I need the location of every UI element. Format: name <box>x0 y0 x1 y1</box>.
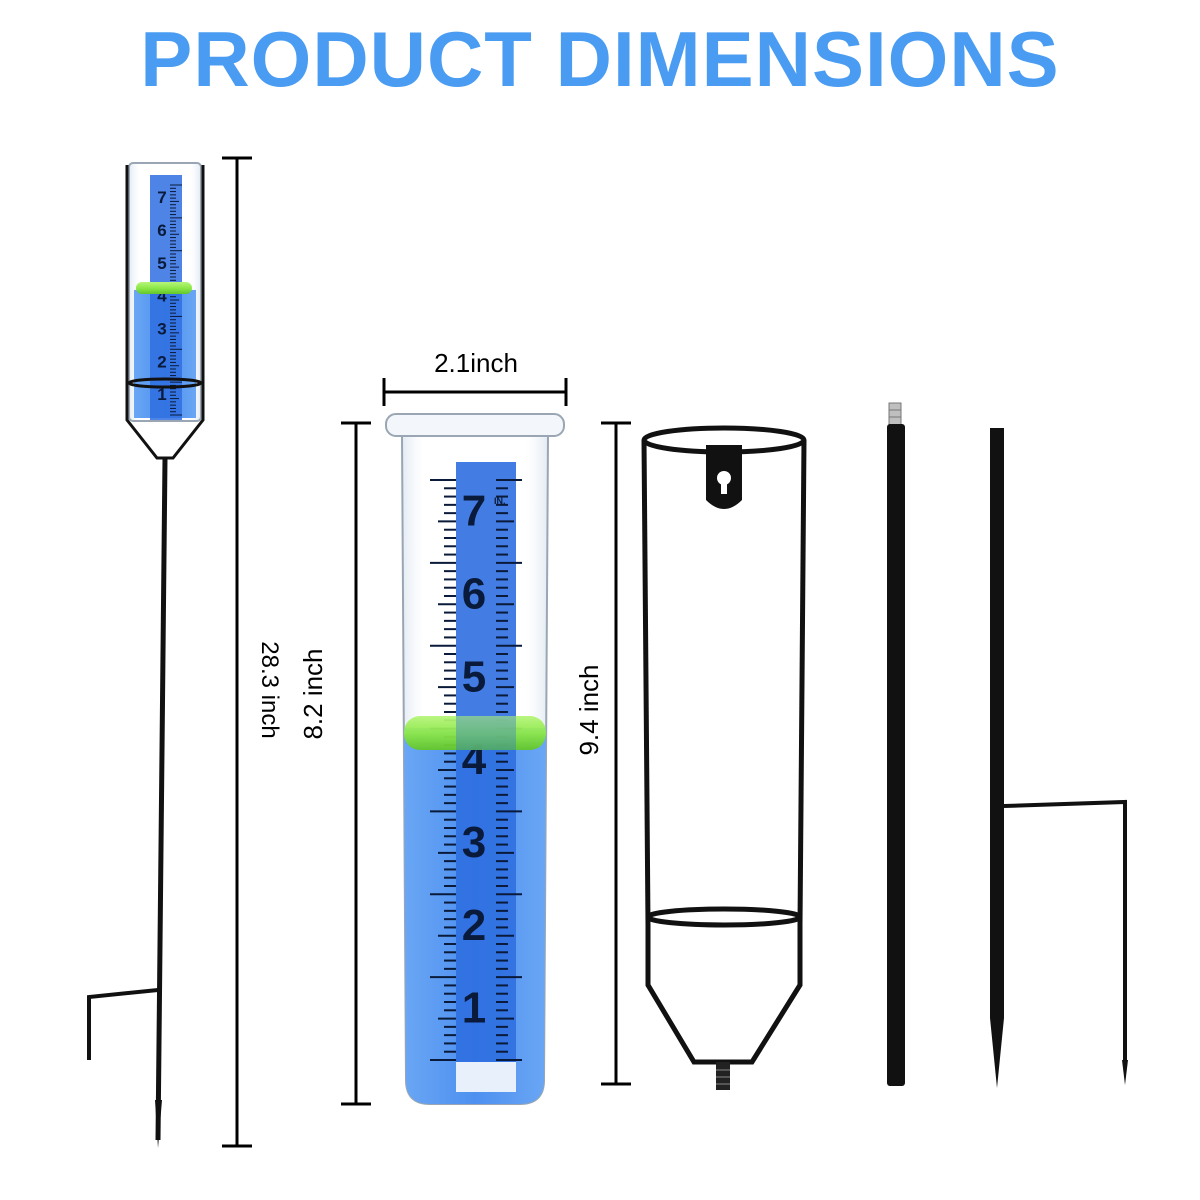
assembled-gauge: 7 6 5 4 3 2 1 <box>87 162 205 1148</box>
tube-height-label: 8.2 inch <box>298 648 328 739</box>
scale-number: 2 <box>462 901 486 950</box>
stake-side-bar <box>1003 799 1127 1066</box>
scale-number: 5 <box>462 652 486 701</box>
small-gauge-numbers: 7 6 5 4 3 2 1 <box>157 188 167 404</box>
scale-number: 4 <box>157 287 167 306</box>
scale-number: 7 <box>157 188 166 207</box>
scale-number: 3 <box>462 818 486 867</box>
stake-foot-bar <box>87 988 159 1060</box>
tube-lip <box>385 413 565 437</box>
holder-height-label: 9.4 inch <box>574 664 604 755</box>
keyhole-mount-icon <box>706 445 742 509</box>
tube-scale-ticks <box>430 479 522 1061</box>
rod-thread <box>888 402 902 426</box>
rod-body <box>887 424 905 1086</box>
tube-unit-label: IN. <box>494 496 506 506</box>
tube-height-dimension: 8.2 inch <box>298 421 371 1106</box>
small-gauge-ticks <box>170 184 182 416</box>
stake-point <box>990 1018 1004 1088</box>
holder-threaded-bolt <box>716 1062 730 1090</box>
scale-number: 7 <box>462 487 486 536</box>
overall-height-dimension: 28.3 inch <box>222 156 283 1148</box>
stake-body <box>990 428 1004 1018</box>
small-holder-ring <box>127 377 203 389</box>
tube-width-label: 2.1inch <box>434 348 518 378</box>
overall-height-label: 28.3 inch <box>256 641 283 738</box>
stake-rod <box>155 457 168 1141</box>
holder-height-dimension: 9.4 inch <box>574 421 631 1086</box>
small-float-ring <box>136 282 192 294</box>
scale-number: 5 <box>157 254 166 273</box>
large-float-ring <box>404 716 546 750</box>
page-title: PRODUCT DIMENSIONS <box>140 15 1060 103</box>
stake-tip <box>155 1100 162 1148</box>
ground-stake <box>990 428 1128 1088</box>
tube-scale-base <box>456 1062 516 1092</box>
scale-number: 6 <box>462 569 486 618</box>
scale-number: 3 <box>157 320 166 339</box>
metal-holder <box>641 425 807 1090</box>
scale-number: 6 <box>157 221 166 240</box>
scale-number: 2 <box>157 352 166 371</box>
scale-number: 1 <box>157 385 166 404</box>
holder-bottom-ring <box>645 906 803 928</box>
tube-width-dimension: 2.1inch <box>382 348 568 406</box>
extension-rod <box>887 402 905 1086</box>
scale-number: 1 <box>462 984 486 1033</box>
